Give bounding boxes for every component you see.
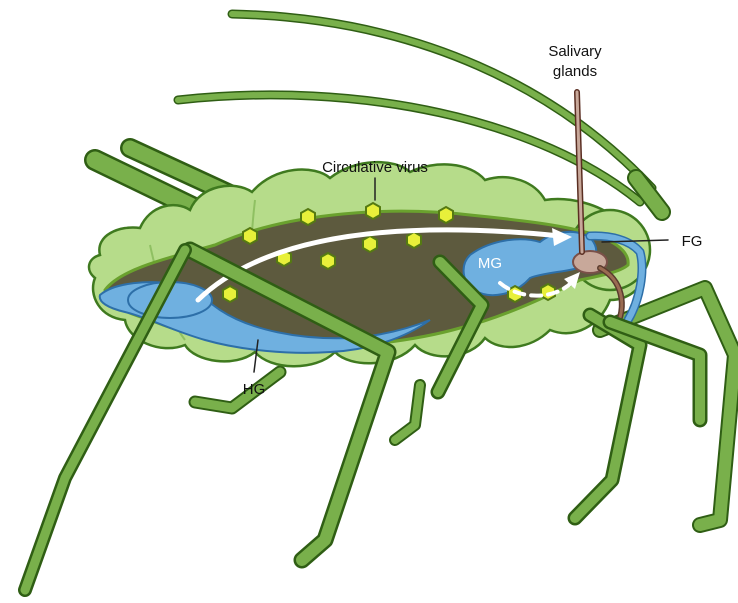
label-salivary-line2: glands	[553, 63, 597, 80]
virus-particle	[366, 203, 380, 219]
virus-particle	[363, 236, 377, 252]
virus-particle	[439, 207, 453, 223]
label-mg: MG	[478, 255, 502, 272]
label-salivary-line1: Salivary	[548, 43, 602, 60]
virus-particle	[321, 253, 335, 269]
label-fg: FG	[682, 233, 703, 250]
virus-particle	[407, 232, 421, 248]
virus-particle	[223, 286, 237, 302]
virus-particle	[243, 228, 257, 244]
label-hg: HG	[243, 381, 266, 398]
virus-particle	[301, 209, 315, 225]
label-circulative-virus: Circulative virus	[322, 159, 428, 176]
